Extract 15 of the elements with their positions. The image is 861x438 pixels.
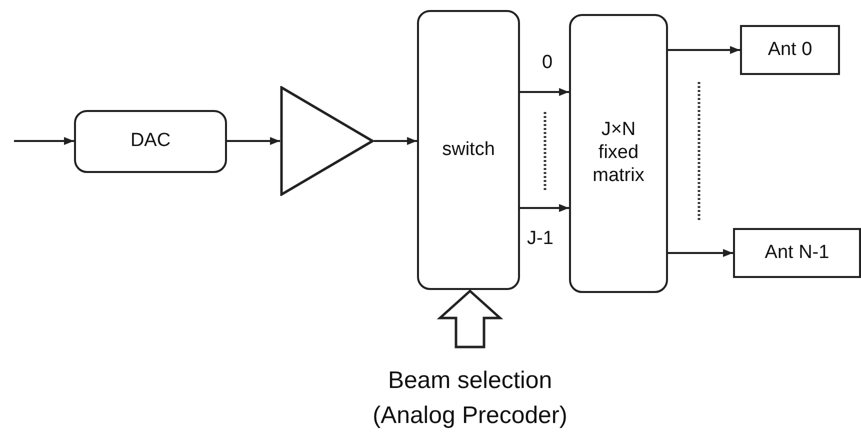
arrow bbox=[668, 249, 733, 257]
switch-box: switch bbox=[417, 10, 520, 290]
hollow-arrow bbox=[436, 289, 504, 348]
arrow bbox=[374, 137, 417, 145]
caption-text: Beam selection (Analog Precoder) bbox=[350, 362, 590, 436]
arrow bbox=[227, 137, 280, 145]
amplifier-triangle bbox=[280, 86, 374, 196]
dac-box: DAC bbox=[74, 110, 227, 173]
arrow bbox=[668, 46, 740, 54]
arrow bbox=[14, 137, 74, 145]
antenna-box: Ant N-1 bbox=[733, 228, 861, 278]
matrix-box: J×N fixed matrix bbox=[569, 14, 668, 293]
antenna-box: Ant 0 bbox=[740, 25, 840, 75]
arrow bbox=[520, 88, 569, 96]
arrow bbox=[520, 204, 569, 212]
